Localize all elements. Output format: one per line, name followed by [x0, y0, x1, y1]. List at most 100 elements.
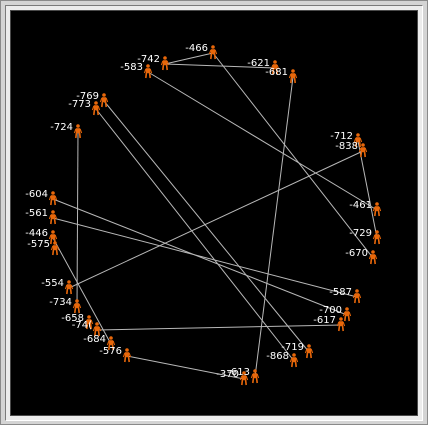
- edge-n466-n670: [212, 52, 374, 259]
- person-icon: [304, 344, 314, 359]
- person-icon: [336, 317, 346, 332]
- node-label: -613: [227, 367, 250, 378]
- node-729[interactable]: -729: [349, 228, 382, 245]
- node-561[interactable]: -561: [25, 208, 58, 225]
- node-773[interactable]: -773: [68, 99, 101, 116]
- person-icon: [358, 143, 368, 158]
- node-label: -621: [247, 58, 270, 69]
- node-838[interactable]: -838: [335, 141, 368, 158]
- person-icon: [48, 210, 58, 225]
- node-label: -700: [319, 305, 342, 316]
- node-576[interactable]: -576: [99, 346, 132, 363]
- person-icon: [50, 241, 60, 256]
- person-icon: [239, 371, 249, 386]
- node-684[interactable]: -684: [83, 334, 116, 351]
- person-icon: [84, 315, 94, 330]
- edges-layer: [52, 52, 378, 380]
- edge-n769-n719: [103, 100, 310, 353]
- node-label: -554: [41, 278, 64, 289]
- person-icon: [372, 202, 382, 217]
- edge-n446-n684: [52, 237, 112, 345]
- node-label: -773: [68, 99, 91, 110]
- node-label: -576: [99, 346, 122, 357]
- node-label: -724: [50, 122, 73, 133]
- person-icon: [91, 101, 101, 116]
- person-icon: [372, 230, 382, 245]
- node-label: -684: [83, 334, 106, 345]
- edge-n604-n700: [52, 198, 348, 316]
- node-621[interactable]: -621: [247, 58, 280, 75]
- node-700[interactable]: -700: [319, 305, 352, 322]
- node-617[interactable]: -617: [313, 315, 346, 332]
- node-label: -658: [61, 313, 84, 324]
- node-461[interactable]: -461: [349, 200, 382, 217]
- person-icon: [208, 45, 218, 60]
- edge-n681-n613: [254, 76, 294, 378]
- node-742[interactable]: -742: [137, 54, 170, 71]
- node-label: -742: [137, 54, 160, 65]
- node-466[interactable]: -466: [185, 43, 218, 60]
- node-681[interactable]: -681: [265, 67, 298, 84]
- person-icon: [48, 191, 58, 206]
- node-label: -74(: [72, 320, 92, 331]
- edge-n712-n729: [357, 140, 378, 239]
- node-label: -729: [349, 228, 372, 239]
- node-label: -575: [27, 239, 50, 250]
- edge-n742-n621: [164, 63, 276, 69]
- person-icon: [72, 299, 82, 314]
- node-label: -734: [49, 297, 72, 308]
- edge-n724-n734: [76, 131, 79, 308]
- node-587[interactable]: -587: [329, 287, 362, 304]
- person-icon: [73, 124, 83, 139]
- node-label: -583: [120, 62, 143, 73]
- person-icon: [92, 322, 102, 337]
- person-icon: [250, 369, 260, 384]
- node-label: -446: [25, 228, 48, 239]
- person-icon: [289, 353, 299, 368]
- person-icon: [342, 307, 352, 322]
- node-label: -719: [281, 342, 304, 353]
- node-label: -561: [25, 208, 48, 219]
- node-label: -838: [335, 141, 358, 152]
- node-744[interactable]: -74(: [72, 320, 102, 337]
- node-label: -370: [216, 369, 239, 380]
- edge-n742-n466: [164, 52, 214, 65]
- edge-n773-n868: [95, 108, 295, 362]
- node-label: -617: [313, 315, 336, 326]
- node-583[interactable]: -583: [120, 62, 153, 79]
- person-icon: [106, 336, 116, 351]
- node-712[interactable]: -712: [330, 131, 363, 148]
- node-label: -466: [185, 43, 208, 54]
- edge-n583-n461: [147, 71, 378, 211]
- edge-n561-n587: [52, 217, 358, 298]
- person-icon: [99, 93, 109, 108]
- person-icon: [288, 69, 298, 84]
- person-icon: [64, 280, 74, 295]
- node-370[interactable]: -370: [216, 369, 249, 386]
- node-658[interactable]: -658: [61, 313, 94, 330]
- person-icon: [353, 133, 363, 148]
- node-769[interactable]: -769: [76, 91, 109, 108]
- node-575[interactable]: -575: [27, 239, 60, 256]
- person-icon: [160, 56, 170, 71]
- person-icon: [122, 348, 132, 363]
- node-554[interactable]: -554: [41, 278, 74, 295]
- person-icon: [270, 60, 280, 75]
- node-719[interactable]: -719: [281, 342, 314, 359]
- edge-n617-n744: [96, 324, 342, 331]
- node-734[interactable]: -734: [49, 297, 82, 314]
- node-868[interactable]: -868: [266, 351, 299, 368]
- network-graph: -466 -742-583 -621-681 -769-773 -724 -712-838…: [25, 43, 382, 386]
- node-label: -670: [345, 248, 368, 259]
- node-613[interactable]: -613: [227, 367, 260, 384]
- node-label: -712: [330, 131, 353, 142]
- nodes-layer: -466 -742-583 -621-681 -769-773 -724 -712-838…: [25, 43, 382, 386]
- node-670[interactable]: -670: [345, 248, 378, 265]
- node-724[interactable]: -724: [50, 122, 83, 139]
- graph-canvas[interactable]: -466 -742-583 -621-681 -769-773 -724 -712-838…: [10, 10, 418, 416]
- node-604[interactable]: -604: [25, 189, 58, 206]
- node-label: -769: [76, 91, 99, 102]
- person-icon: [368, 250, 378, 265]
- panel-bevel: -466 -742-583 -621-681 -769-773 -724 -712-838…: [5, 5, 423, 421]
